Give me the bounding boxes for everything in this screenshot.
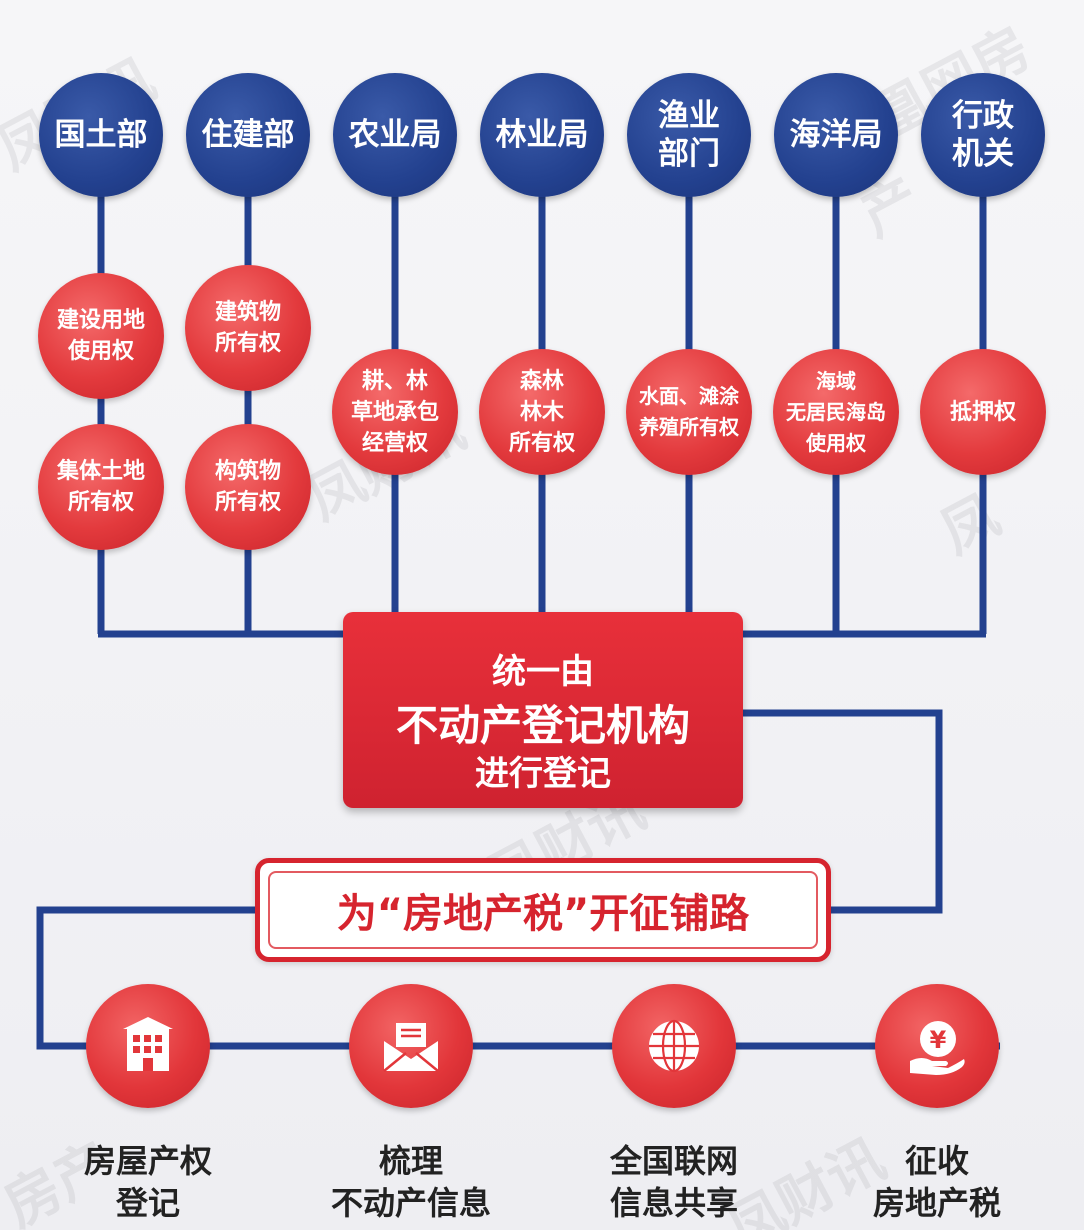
right-node-mortgage: 抵押权 xyxy=(920,349,1046,475)
center-line-2: 不动产登记机构 xyxy=(395,701,690,750)
right-node-structure: 构筑物 所有权 xyxy=(185,424,311,550)
bottom-label-network-sharing: 全国联网 信息共享 xyxy=(609,1142,738,1222)
globe-icon xyxy=(612,984,736,1108)
building-icon-glyph xyxy=(123,1017,173,1071)
yuan-coin-hand-icon: ¥ xyxy=(875,984,999,1108)
envelope-icon-glyph xyxy=(383,1023,439,1072)
bottom-label-property-registration: 房屋产权 登记 xyxy=(83,1142,212,1222)
bottom-label-sort-info: 梳理 不动产信息 xyxy=(330,1142,491,1222)
dept-node-guotu: 国土部 xyxy=(39,73,163,197)
right-node-forest: 森林 林木 所有权 xyxy=(479,349,605,475)
building-icon xyxy=(86,984,210,1108)
right-node-farmland-contract: 耕、林 草地承包 经营权 xyxy=(332,349,458,475)
globe-icon-glyph xyxy=(649,1019,699,1073)
yuan-coin-hand-icon-glyph: ¥ xyxy=(910,1021,965,1075)
right-node-sea-area: 海域 无居民海岛 使用权 xyxy=(773,349,899,475)
svg-text:¥: ¥ xyxy=(930,1026,947,1054)
slogan-inner-border xyxy=(268,871,818,949)
center-line-1: 统一由 xyxy=(492,652,594,692)
bottom-label-collect-tax: 征收 房地产税 xyxy=(872,1142,1001,1222)
dept-node-linye: 林业局 xyxy=(480,73,604,197)
center-line-3: 进行登记 xyxy=(475,754,611,794)
slogan-banner: 为“房地产税”开征铺路 xyxy=(255,858,831,962)
dept-node-haiyang: 海洋局 xyxy=(774,73,898,197)
right-node-building: 建筑物 所有权 xyxy=(185,265,311,391)
right-node-collective-land: 集体土地 所有权 xyxy=(38,424,164,550)
right-node-construction-land: 建设用地 使用权 xyxy=(38,273,164,399)
envelope-icon xyxy=(349,984,473,1108)
right-node-aquaculture: 水面、滩涂 养殖所有权 xyxy=(626,349,752,475)
slogan-text: 为“房地产税”开征铺路 xyxy=(336,891,750,937)
dept-node-xingzheng: 行政 机关 xyxy=(921,73,1045,197)
dept-node-zhujian: 住建部 xyxy=(186,73,310,197)
dept-node-yuye: 渔业 部门 xyxy=(627,73,751,197)
registration-agency-box: 统一由 不动产登记机构 进行登记 xyxy=(343,612,743,808)
dept-node-nongye: 农业局 xyxy=(333,73,457,197)
